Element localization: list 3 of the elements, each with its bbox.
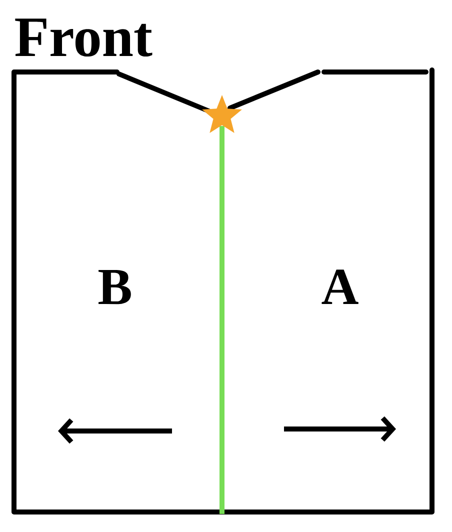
title: Front <box>15 18 152 57</box>
region-label: A <box>322 270 358 304</box>
region-label: B <box>98 270 131 304</box>
